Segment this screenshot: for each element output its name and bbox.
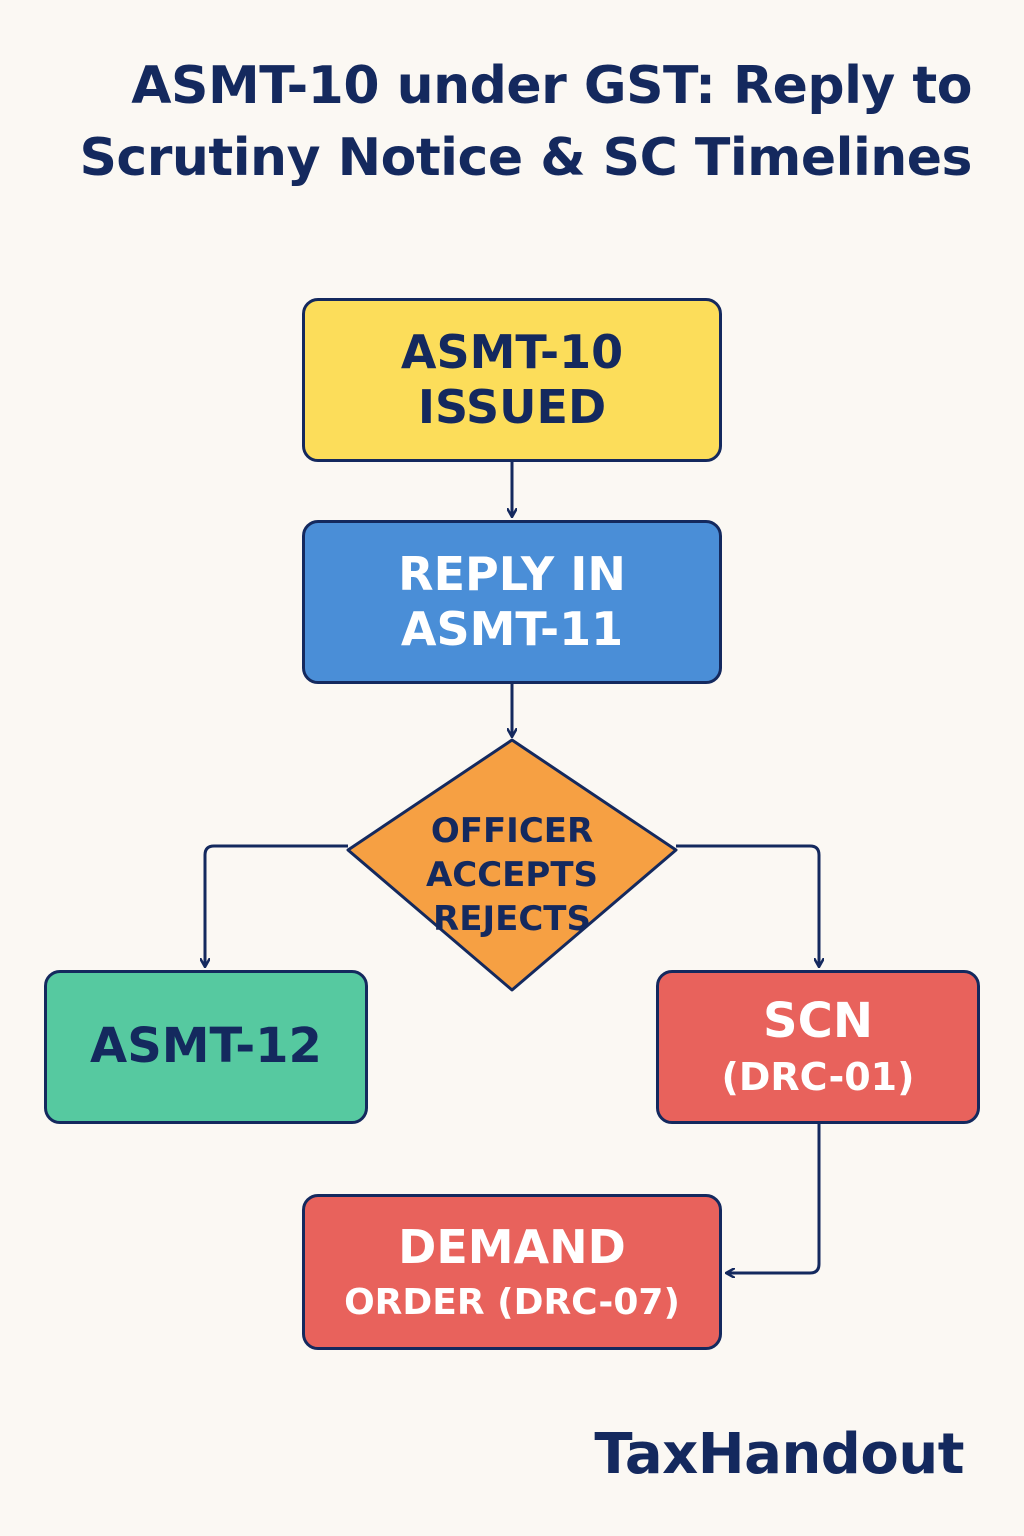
node-asmt12-label: ASMT-12	[90, 1018, 322, 1075]
diagram-title: ASMT-10 under GST: Reply to Scrutiny Not…	[79, 56, 972, 188]
node-reply-line2: ASMT-11	[400, 602, 624, 656]
decision-label: OFFICER ACCEPTS REJECTS	[372, 800, 652, 950]
node-demand-order-drc07: DEMAND ORDER (DRC-07)	[302, 1194, 722, 1350]
arrow-scn-to-demand	[727, 1124, 821, 1273]
node-demand-line2: ORDER (DRC-07)	[344, 1282, 680, 1323]
node-scn-line1: SCN	[763, 993, 873, 1050]
arrow-decision-to-asmt12	[205, 844, 348, 966]
node-asmt10-issued: ASMT-10 ISSUED	[302, 298, 722, 462]
decision-diamond	[346, 738, 678, 992]
arrow-decision-to-scn	[676, 844, 819, 966]
decision-line1: OFFICER	[430, 811, 594, 851]
node-issued-line2: ISSUED	[417, 380, 607, 434]
node-issued-line1: ASMT-10	[400, 324, 624, 379]
decision-line3: REJECTS	[433, 899, 591, 939]
decision-line2: ACCEPTS	[425, 855, 599, 895]
brand-wordmark: TaxHandout	[594, 1422, 964, 1487]
node-reply-line1: REPLY IN	[398, 546, 626, 601]
node-reply-asmt11: REPLY IN ASMT-11	[302, 520, 722, 684]
node-scn-drc01: SCN (DRC-01)	[656, 970, 980, 1124]
node-scn-line2: (DRC-01)	[721, 1055, 915, 1099]
node-asmt12: ASMT-12	[44, 970, 368, 1124]
node-demand-line1: DEMAND	[398, 1219, 626, 1274]
